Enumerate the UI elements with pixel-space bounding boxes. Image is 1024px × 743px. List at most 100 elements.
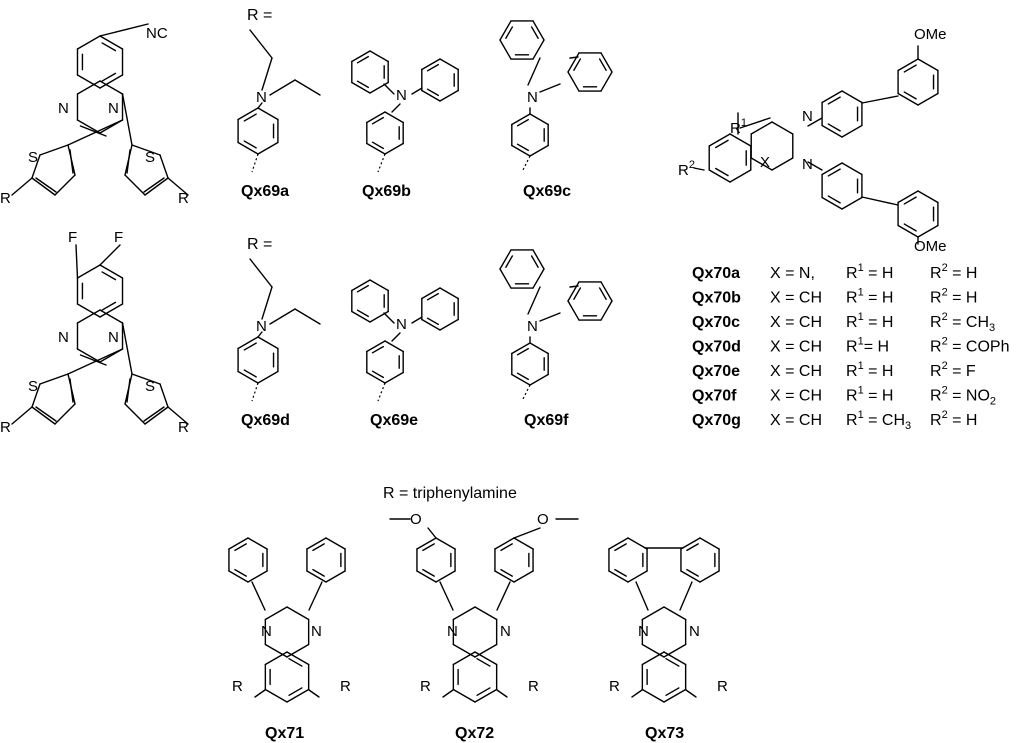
bond <box>76 264 101 279</box>
bond <box>516 372 529 381</box>
bond <box>679 581 693 611</box>
bond <box>715 139 729 149</box>
atom-r-qx73-left: R <box>609 678 620 695</box>
bond <box>411 316 423 324</box>
bond <box>411 87 423 95</box>
r-equals-label-1: R = <box>247 7 272 24</box>
bond <box>101 271 117 281</box>
bond <box>257 331 263 338</box>
bond <box>308 581 323 611</box>
bond <box>532 249 545 270</box>
bond <box>67 348 124 375</box>
bond <box>529 373 549 386</box>
bond <box>421 287 441 300</box>
atom-r-qx72-left: R <box>420 678 431 695</box>
qx70-row-r2: R2 = CH3 <box>930 311 995 334</box>
bond <box>422 568 435 577</box>
bond <box>121 322 133 375</box>
label-qx72: Qx72 <box>455 725 494 742</box>
bond <box>530 255 539 268</box>
bond <box>686 543 699 552</box>
atom-r-right-2: R <box>178 419 189 436</box>
atom-n-qx72-right: N <box>500 623 511 640</box>
bond <box>532 20 545 41</box>
bond <box>903 223 917 232</box>
bond <box>641 606 665 621</box>
bond <box>600 52 613 73</box>
qx70-row-x: X = CH <box>770 388 822 405</box>
bond <box>841 196 863 210</box>
bond <box>452 643 476 658</box>
atom-n-left: N <box>58 100 69 117</box>
bond <box>680 570 701 583</box>
bond <box>384 340 404 353</box>
bond <box>131 373 161 385</box>
atom-f-right: F <box>114 229 123 246</box>
bond <box>708 169 731 183</box>
bond <box>99 309 124 324</box>
bond <box>452 688 476 703</box>
bond <box>366 111 386 124</box>
bond <box>516 118 529 127</box>
bond <box>685 689 697 698</box>
qx70-row-label: Qx70c <box>692 314 740 331</box>
qx70-row-r1: R1 = H <box>846 287 893 307</box>
bond <box>249 258 273 288</box>
bond <box>247 537 268 550</box>
bond <box>257 141 279 155</box>
bond <box>228 537 249 550</box>
bond <box>69 149 74 174</box>
bond <box>439 581 454 611</box>
bond <box>269 79 296 96</box>
bond <box>325 537 346 550</box>
bond <box>124 174 146 196</box>
bond <box>69 378 74 403</box>
bond <box>366 142 386 155</box>
bond <box>234 543 247 552</box>
bond <box>269 308 296 325</box>
bond <box>861 95 899 104</box>
atom-o-qx72-right: O <box>537 511 549 528</box>
bond <box>567 71 580 92</box>
bond <box>505 255 514 268</box>
bond <box>729 169 752 183</box>
bond <box>513 570 534 583</box>
bond <box>532 268 545 289</box>
bond <box>821 162 843 176</box>
bond <box>608 570 629 583</box>
bond <box>821 124 843 138</box>
bond <box>124 403 146 425</box>
r-equals-label-2: R = <box>247 236 272 253</box>
bond <box>715 167 729 177</box>
bond <box>288 657 303 667</box>
bond <box>351 81 371 94</box>
bond <box>511 144 531 157</box>
bond <box>369 279 389 292</box>
bond <box>79 125 107 137</box>
bond <box>573 58 582 71</box>
bond <box>76 119 101 134</box>
bond <box>821 90 843 104</box>
bond <box>99 264 124 279</box>
bond <box>917 58 939 72</box>
bond <box>521 384 531 402</box>
bond <box>442 689 454 698</box>
bond <box>614 543 627 552</box>
bond <box>294 308 321 325</box>
bond <box>294 79 321 96</box>
bond <box>663 688 687 703</box>
bond <box>439 318 459 331</box>
bond <box>237 370 259 384</box>
atom-nc: NC <box>146 25 168 42</box>
bond <box>11 177 33 196</box>
atom-r-qx73-right: R <box>717 678 728 695</box>
bond <box>527 286 541 315</box>
bond <box>356 309 369 318</box>
bond <box>426 63 439 72</box>
atom-r1: R1 <box>730 117 747 137</box>
bond <box>567 281 580 302</box>
bond <box>635 581 649 611</box>
qx71-structure: N N R R Qx71 <box>232 623 351 742</box>
r-triphenylamine-label: R = triphenylamine <box>383 485 517 502</box>
bond <box>827 123 841 132</box>
